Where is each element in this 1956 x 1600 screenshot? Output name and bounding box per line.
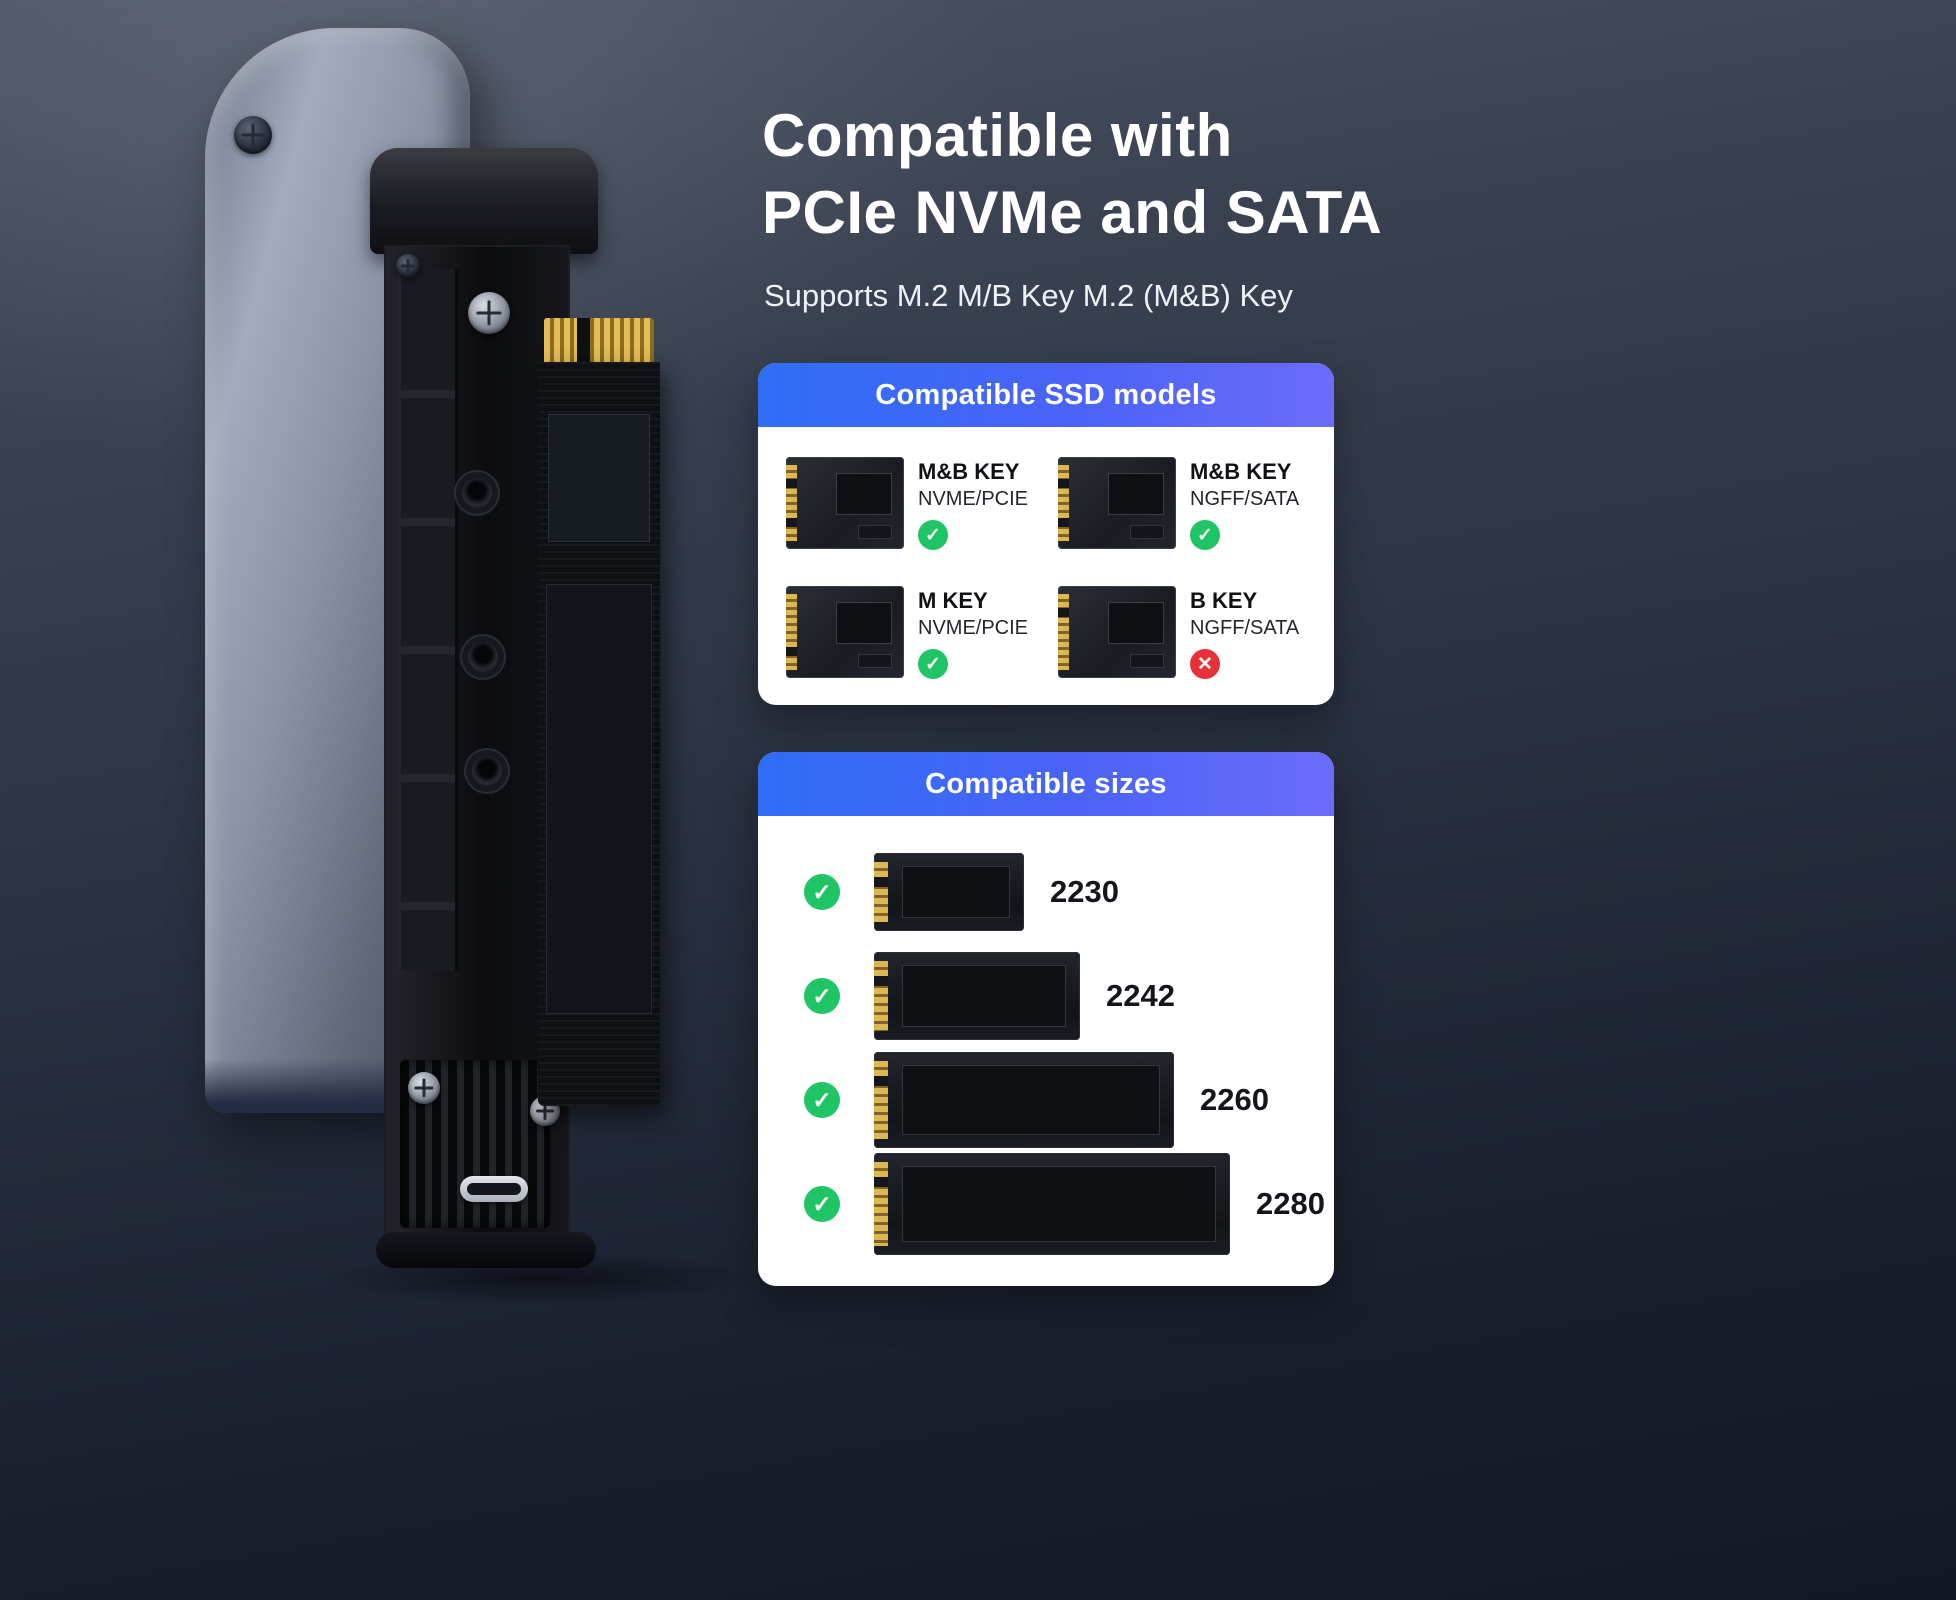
check-icon: ✓ xyxy=(918,649,948,679)
ssd-connector xyxy=(1058,465,1069,541)
sizes-card-title: Compatible sizes xyxy=(758,752,1334,816)
ssd-size-bar-2280 xyxy=(874,1153,1230,1255)
ssd-connector xyxy=(874,862,888,922)
ssd-chip xyxy=(902,1166,1216,1242)
model-interface-label: NVME/PCIE xyxy=(918,617,1029,639)
sizes-list: ✓ 2230 ✓ 2242 ✓ xyxy=(758,816,1334,1286)
key-notch xyxy=(874,1177,888,1187)
ssd-connector xyxy=(1058,594,1069,670)
model-key-label: M KEY xyxy=(918,588,988,613)
ssd-chip xyxy=(1130,525,1164,539)
tray-rail xyxy=(398,270,458,970)
ssd-chip xyxy=(836,602,892,644)
key-notch xyxy=(874,976,888,986)
ssd-connector xyxy=(874,1162,888,1246)
model-info: M&B KEY NVME/PCIE ✓ xyxy=(918,457,1028,550)
screw-icon xyxy=(408,1072,440,1104)
ssd-models-card-title: Compatible SSD models xyxy=(758,363,1334,427)
ssd-chip xyxy=(1108,473,1164,515)
key-notch xyxy=(786,518,797,527)
ssd-thumbnail-mb-key xyxy=(1058,457,1176,549)
ssd-image xyxy=(538,318,660,1106)
ssd-chip xyxy=(836,473,892,515)
model-info: M&B KEY NGFF/SATA ✓ xyxy=(1190,457,1299,550)
ssd-thumbnail-mb-key xyxy=(786,457,904,549)
size-row: ✓ 2230 xyxy=(758,840,1334,944)
screw-icon xyxy=(396,254,420,278)
ssd-chip xyxy=(546,584,652,1014)
usb-c-port xyxy=(460,1176,528,1202)
ssd-model-item: B KEY NGFF/SATA ✕ xyxy=(1058,586,1314,679)
screw-icon xyxy=(234,116,272,154)
size-label: 2242 xyxy=(1106,978,1175,1013)
key-notch xyxy=(786,647,797,656)
standoff-hole xyxy=(462,478,492,508)
size-label: 2260 xyxy=(1200,1082,1269,1117)
ssd-connector xyxy=(874,961,888,1031)
thumbscrew-icon xyxy=(468,292,510,334)
ssd-size-bar-2242 xyxy=(874,952,1080,1040)
ssd-thumbnail-m-key xyxy=(786,586,904,678)
check-icon: ✓ xyxy=(804,1082,840,1118)
size-label: 2230 xyxy=(1050,874,1119,909)
page-title-line2: PCIe NVMe and SATA xyxy=(762,178,1383,246)
key-notch xyxy=(786,479,797,488)
ssd-model-item: M&B KEY NVME/PCIE ✓ xyxy=(786,457,1042,550)
model-interface-label: NVME/PCIE xyxy=(918,488,1029,510)
check-icon: ✓ xyxy=(918,520,948,550)
tray-base xyxy=(376,1232,596,1268)
size-label: 2280 xyxy=(1256,1186,1325,1221)
ssd-chip xyxy=(858,525,892,539)
ssd-connector xyxy=(786,594,797,670)
ssd-chip xyxy=(1108,602,1164,644)
ssd-size-bar-2260 xyxy=(874,1052,1174,1148)
ssd-model-item: M&B KEY NGFF/SATA ✓ xyxy=(1058,457,1314,550)
ssd-chip xyxy=(902,866,1010,918)
ssd-models-card: Compatible SSD models M&B KEY NVME/PCIE … xyxy=(758,363,1334,705)
check-icon: ✓ xyxy=(804,874,840,910)
key-notch xyxy=(1058,479,1069,488)
model-key-label: B KEY xyxy=(1190,588,1258,613)
tray-cap xyxy=(370,148,598,254)
size-row: ✓ 2242 xyxy=(758,944,1334,1048)
ssd-connector xyxy=(874,1061,888,1139)
key-notch xyxy=(874,877,888,887)
ssd-size-bar-2230 xyxy=(874,853,1024,931)
model-info: M KEY NVME/PCIE ✓ xyxy=(918,586,1028,679)
key-notch xyxy=(1058,518,1069,527)
standoff-hole xyxy=(468,642,498,672)
check-icon: ✓ xyxy=(1190,520,1220,550)
check-icon: ✓ xyxy=(804,1186,840,1222)
ssd-connector xyxy=(786,465,797,541)
page-subtitle: Supports M.2 M/B Key M.2 (M&B) Key xyxy=(764,278,1293,313)
ssd-gold-connector xyxy=(544,318,654,364)
ssd-chip xyxy=(902,965,1066,1027)
ssd-chip xyxy=(902,1065,1160,1135)
page-title-line1: Compatible with xyxy=(762,102,1233,169)
page-title: Compatible with PCIe NVMe and SATA xyxy=(762,98,1382,252)
check-icon: ✓ xyxy=(804,978,840,1014)
ssd-model-item: M KEY NVME/PCIE ✓ xyxy=(786,586,1042,679)
sizes-card: Compatible sizes ✓ 2230 ✓ 2242 xyxy=(758,752,1334,1286)
ssd-thumbnail-b-key xyxy=(1058,586,1176,678)
size-row: ✓ 2280 xyxy=(758,1152,1334,1256)
model-key-label: M&B KEY xyxy=(1190,459,1292,484)
ssd-chip xyxy=(548,414,650,542)
ssd-models-grid: M&B KEY NVME/PCIE ✓ M&B KEY NGFF/SATA ✓ xyxy=(758,427,1334,705)
standoff-hole xyxy=(472,756,502,786)
model-interface-label: NGFF/SATA xyxy=(1190,488,1300,510)
ssd-chip xyxy=(1130,654,1164,668)
model-interface-label: NGFF/SATA xyxy=(1190,617,1300,639)
cross-icon: ✕ xyxy=(1190,649,1220,679)
ssd-chip xyxy=(858,654,892,668)
model-key-label: M&B KEY xyxy=(918,459,1020,484)
model-info: B KEY NGFF/SATA ✕ xyxy=(1190,586,1299,679)
key-notch xyxy=(1058,608,1069,617)
key-notch xyxy=(874,1076,888,1086)
size-row: ✓ 2260 xyxy=(758,1048,1334,1152)
